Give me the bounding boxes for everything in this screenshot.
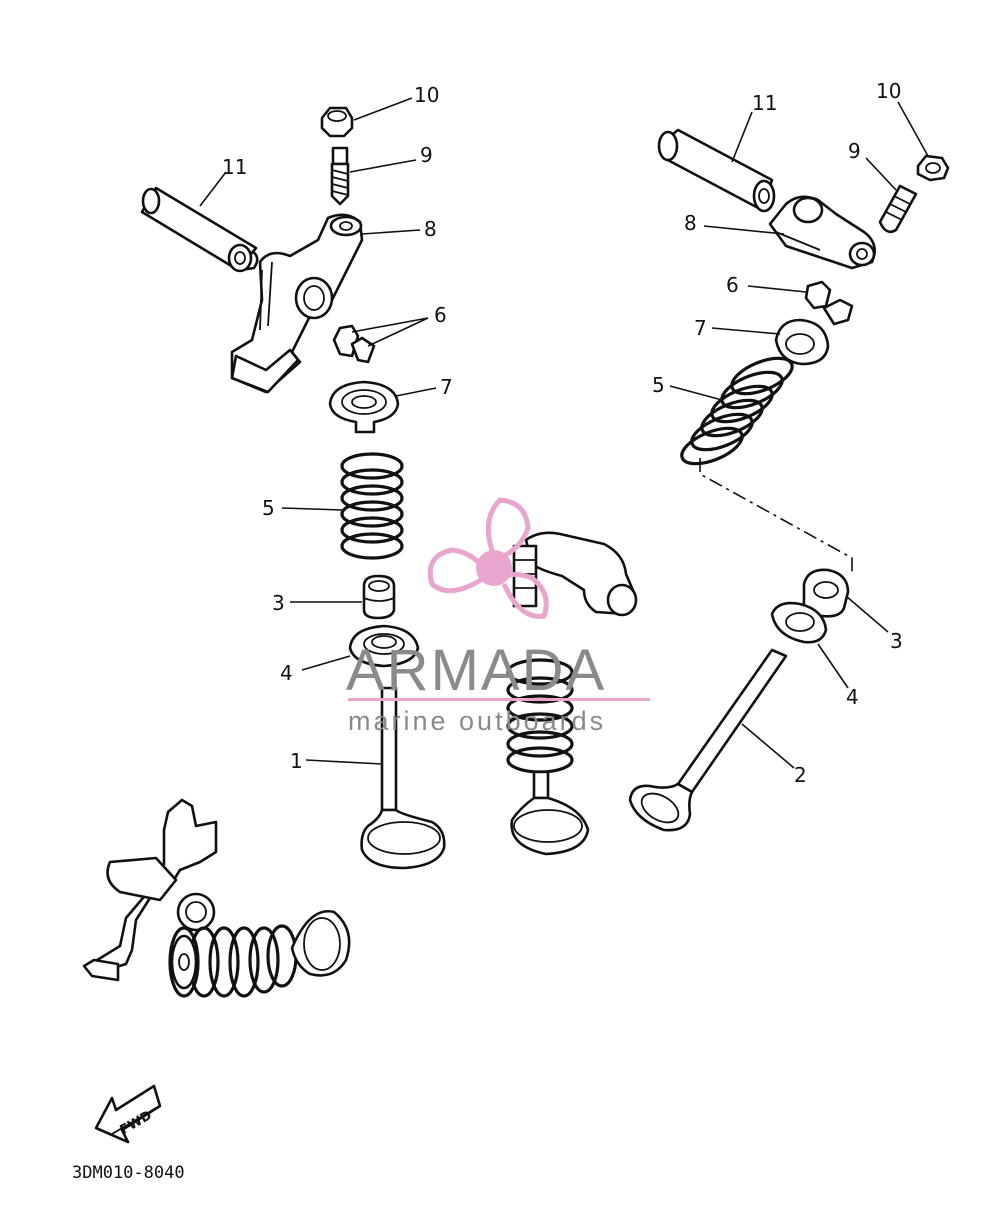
callout-left-8: 8 bbox=[424, 217, 437, 241]
left-valve-spring-part bbox=[340, 452, 404, 560]
watermark-tagline: marine outboards bbox=[348, 706, 606, 736]
callout-left-6: 6 bbox=[434, 303, 447, 327]
callout-right-10: 10 bbox=[876, 79, 901, 103]
left-nut-part bbox=[320, 106, 354, 138]
right-spring-seat-part bbox=[770, 601, 828, 644]
left-adjusting-screw-part bbox=[330, 146, 350, 206]
left-rocker-arm-part bbox=[230, 213, 364, 394]
right-stem-seal-part bbox=[802, 568, 850, 618]
fwd-direction-arrow: FWD bbox=[94, 1084, 162, 1144]
callout-right-11: 11 bbox=[752, 91, 777, 115]
callout-right-9: 9 bbox=[848, 139, 861, 163]
callout-right-8: 8 bbox=[684, 211, 697, 235]
intake-valve-part bbox=[360, 686, 446, 870]
callout-numbers: 10 9 11 8 6 7 5 3 4 1 11 10 9 8 6 7 5 3 … bbox=[222, 79, 903, 787]
right-rocker-shaft-part bbox=[657, 128, 776, 213]
left-stem-seal-part bbox=[362, 574, 396, 620]
callout-right-5: 5 bbox=[652, 373, 665, 397]
callout-left-11: 11 bbox=[222, 155, 247, 179]
callout-left-7: 7 bbox=[440, 375, 453, 399]
left-spring-retainer-part bbox=[328, 380, 400, 434]
left-valve-cotter-part bbox=[332, 324, 376, 364]
right-rocker-arm-part bbox=[768, 195, 876, 270]
left-spring-seat-part bbox=[348, 624, 420, 668]
callout-left-10: 10 bbox=[414, 83, 439, 107]
lower-left-assembled-view bbox=[82, 798, 351, 998]
left-rocker-shaft-part bbox=[140, 186, 259, 273]
callout-right-7: 7 bbox=[694, 316, 707, 340]
callout-right-3: 3 bbox=[890, 629, 903, 653]
callout-left-4: 4 bbox=[280, 661, 293, 685]
leader-lines bbox=[199, 97, 929, 769]
watermark-brand: ARMADA bbox=[346, 638, 606, 703]
callout-right-4: 4 bbox=[846, 685, 859, 709]
right-valve-spring-part bbox=[680, 356, 794, 466]
center-assembled-view bbox=[506, 531, 638, 856]
propeller-logo bbox=[427, 497, 549, 619]
armada-watermark: ARMADA marine outboards bbox=[346, 497, 650, 736]
callout-left-3: 3 bbox=[272, 591, 285, 615]
exhaust-valve-part bbox=[628, 648, 788, 832]
callout-left-5: 5 bbox=[262, 496, 275, 520]
right-nut-part bbox=[916, 154, 950, 182]
diagram-code: 3DM010-8040 bbox=[72, 1163, 185, 1183]
callout-right-2: 2 bbox=[794, 763, 807, 787]
right-valve-cotter-part bbox=[804, 280, 854, 326]
propeller-hub bbox=[476, 550, 512, 586]
callout-left-9: 9 bbox=[420, 143, 433, 167]
watermark-divider bbox=[348, 698, 650, 701]
callout-left-1: 1 bbox=[290, 749, 303, 773]
callout-right-6: 6 bbox=[726, 273, 739, 297]
right-adjusting-screw-part bbox=[878, 184, 918, 234]
